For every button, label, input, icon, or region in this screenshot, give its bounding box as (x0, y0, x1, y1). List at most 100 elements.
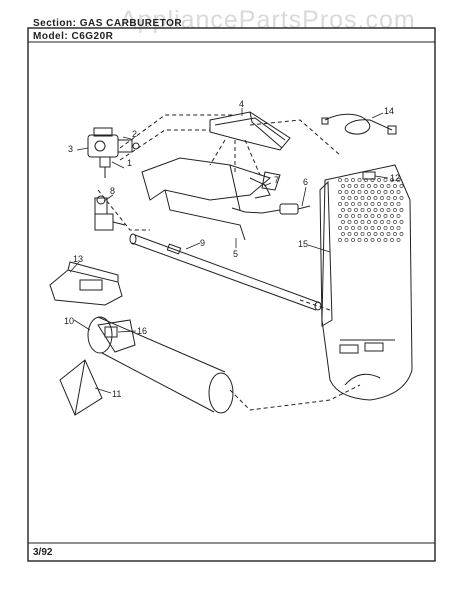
vent-hole (344, 190, 349, 194)
vent-hole (393, 184, 397, 188)
vent-hole (360, 220, 365, 224)
revision-date: 3/92 (33, 547, 53, 558)
vent-hole (380, 208, 384, 212)
vent-hole (383, 238, 388, 242)
vent-hole (386, 196, 391, 200)
callout-1: 1 (127, 158, 132, 168)
vent-hole (347, 232, 352, 236)
callout-8: 8 (110, 186, 115, 196)
vent-hole (364, 178, 368, 182)
vent-hole (364, 238, 368, 242)
callout-12: 12 (390, 173, 400, 183)
vent-hole (373, 196, 378, 200)
igniter-part (231, 203, 311, 215)
vent-hole (370, 190, 375, 194)
vent-hole (377, 190, 381, 194)
flame-sensor-part (104, 326, 118, 338)
clip-part (362, 171, 376, 180)
vent-hole (364, 214, 368, 218)
callout-4: 4 (239, 99, 244, 109)
vent-hole (370, 214, 375, 218)
vent-hole (377, 238, 381, 242)
vent-hole (383, 178, 388, 182)
vent-hole (393, 196, 397, 200)
heat-shield-panel-part (319, 164, 413, 401)
vent-hole (344, 238, 349, 242)
vent-hole (370, 178, 375, 182)
vent-hole (357, 214, 362, 218)
callout-13: 13 (73, 254, 83, 264)
vent-hole (393, 232, 397, 236)
vent-hole (341, 232, 345, 236)
vent-hole (364, 190, 368, 194)
section-label: Section: (33, 18, 77, 29)
vent-hole (373, 208, 378, 212)
vent-hole (360, 196, 365, 200)
vent-hole (341, 196, 345, 200)
vent-hole (380, 220, 384, 224)
vent-hole (360, 208, 365, 212)
vent-hole (341, 184, 345, 188)
vent-hole (399, 232, 404, 236)
vent-hole (347, 208, 352, 212)
vent-hole (351, 226, 355, 230)
elbow-fitting-part (94, 195, 126, 231)
vent-hole (344, 214, 349, 218)
vent-hole (383, 226, 388, 230)
vent-hole (338, 214, 342, 218)
section-value: GAS CARBURETOR (79, 18, 183, 29)
vent-hole (390, 202, 394, 206)
vent-hole (390, 178, 394, 182)
vent-hole (338, 190, 342, 194)
outer-frame (27, 27, 436, 562)
vent-holes (338, 178, 404, 242)
combustion-chamber-part (87, 316, 234, 414)
callout-6: 6 (303, 177, 308, 187)
watermark-text: AppliancePartsPros.com (120, 6, 416, 34)
vent-hole (377, 226, 381, 230)
vent-hole (351, 190, 355, 194)
gas-valve-part (87, 127, 140, 178)
vent-hole (354, 184, 358, 188)
vent-hole (373, 184, 378, 188)
vent-hole (357, 202, 362, 206)
vent-hole (367, 184, 371, 188)
leader-lines (69, 108, 389, 394)
model-value: C6G20R (71, 31, 114, 42)
support-stand-part (59, 359, 103, 416)
mounting-bracket-part (49, 261, 123, 306)
callout-7: 7 (274, 175, 279, 185)
burner-tube-part (129, 233, 322, 311)
vent-hole (364, 202, 368, 206)
vent-hole (364, 226, 368, 230)
callout-14: 14 (384, 106, 394, 116)
vent-hole (354, 232, 358, 236)
vent-hole (351, 178, 355, 182)
section-line: Section: GAS CARBURETOR (33, 18, 182, 29)
callout-11: 11 (112, 389, 121, 399)
vent-hole (367, 232, 371, 236)
vent-hole (390, 190, 394, 194)
vent-hole (338, 202, 342, 206)
vent-hole (383, 202, 388, 206)
vent-hole (390, 238, 394, 242)
vent-hole (399, 208, 404, 212)
vent-hole (360, 184, 365, 188)
vent-hole (367, 196, 371, 200)
vent-hole (347, 220, 352, 224)
vent-hole (341, 208, 345, 212)
vent-hole (354, 196, 358, 200)
vent-hole (357, 226, 362, 230)
vent-hole (396, 214, 401, 218)
vent-hole (396, 190, 401, 194)
vent-hole (370, 226, 375, 230)
vent-hole (386, 220, 391, 224)
vent-hole (399, 196, 404, 200)
vent-hole (357, 238, 362, 242)
vent-hole (393, 220, 397, 224)
vent-hole (390, 214, 394, 218)
vent-hole (386, 232, 391, 236)
burner-bracket-part (141, 157, 281, 241)
